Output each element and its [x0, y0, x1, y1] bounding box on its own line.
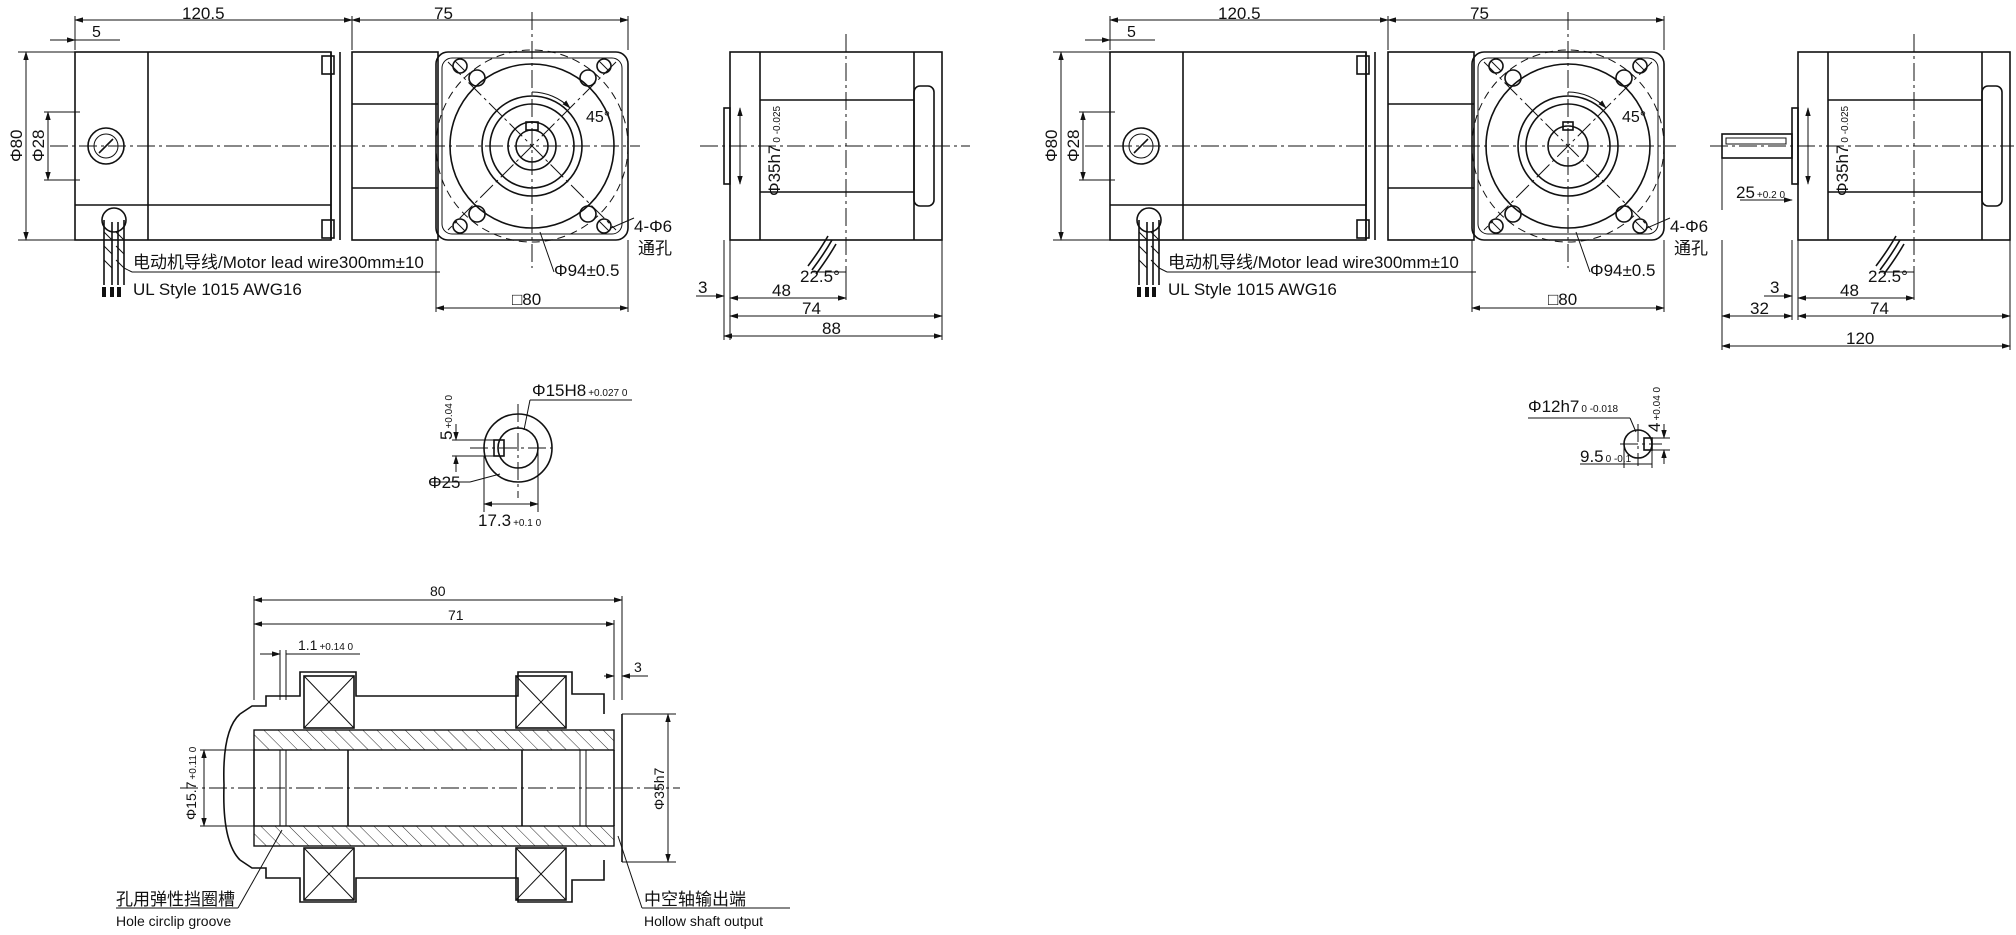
side-dim-pilot: Φ35h70 -0.025	[765, 105, 784, 196]
sec-dim-3: 3	[634, 659, 642, 675]
lead-wire-right	[1136, 207, 1476, 297]
dim-flange-offset: 5	[92, 24, 101, 41]
label-square-r: □80	[1548, 290, 1577, 309]
right-motor-front-view: 120.5 75 5 Φ80 Φ28	[1042, 4, 1708, 312]
shaft-key: 4+0.04 0	[1645, 386, 1664, 432]
label-square: □80	[512, 290, 541, 309]
dim-dia-body-r: Φ80	[1042, 130, 1061, 162]
bolt-holes-right	[1488, 58, 1648, 234]
label-holes-r: 4-Φ6	[1670, 217, 1708, 236]
label-holes-sub: 通孔	[638, 239, 672, 258]
side-dim-88: 88	[822, 319, 841, 338]
side-dim-32-r: 32	[1750, 299, 1769, 318]
side-dim-3-r: 3	[1770, 278, 1779, 297]
label-bolt-circle-r: Φ94±0.5	[1590, 261, 1655, 280]
dim-gearhead: 75	[434, 4, 453, 23]
dim-dia-pilot: Φ28	[29, 130, 48, 162]
label-hollow-cn: 中空轴输出端	[644, 890, 746, 909]
label-lead-wire-r: 电动机导线/Motor lead wire300mm±10	[1168, 253, 1459, 272]
label-ul-style: UL Style 1015 AWG16	[133, 280, 302, 299]
dim-overall-body: 120.5	[182, 4, 225, 23]
label-lead-wire: 电动机导线/Motor lead wire300mm±10	[133, 253, 424, 272]
side-dim-74: 74	[802, 299, 821, 318]
side-dim-pilot-r: Φ35h70 -0.025	[1833, 105, 1852, 196]
label-angle: 45°	[586, 109, 610, 126]
sec-dim-bore: Φ15.7+0.11 0	[183, 746, 199, 820]
bolt-holes-left	[452, 58, 612, 234]
dim-dia-body: Φ80	[7, 130, 26, 162]
left-motor-front-view: 120.5 75 5 Φ80 Φ28	[7, 4, 672, 312]
sec-dim-groove: 1.1+0.14 0	[298, 637, 354, 653]
side-dim-angle: 22.5°	[800, 267, 840, 286]
left-motor-side-view: Φ35h70 -0.025 22.5° 3 48 74 88	[696, 34, 970, 340]
sec-dim-80: 80	[430, 583, 446, 599]
side-dim-120-r: 120	[1846, 329, 1874, 348]
dim-dia-pilot-r: Φ28	[1064, 130, 1083, 162]
label-holes: 4-Φ6	[634, 217, 672, 236]
bearing-boxes	[303, 675, 567, 901]
label-circlip-en: Hole circlip groove	[116, 913, 231, 929]
side-dim-3: 3	[698, 278, 707, 297]
lead-wire-left	[101, 207, 440, 297]
bore-key: 5+0.04 0	[437, 394, 456, 440]
hollow-shaft-section: 80 71 1.1+0.14 0 3	[116, 583, 790, 929]
label-bolt-circle: Φ94±0.5	[554, 261, 619, 280]
label-circlip-cn: 孔用弹性挡圈槽	[116, 890, 235, 909]
side-dim-74-r: 74	[1870, 299, 1889, 318]
label-ul-style-r: UL Style 1015 AWG16	[1168, 280, 1337, 299]
label-holes-sub-r: 通孔	[1674, 239, 1708, 258]
bore-outer: Φ25	[428, 473, 460, 492]
sec-dim-71: 71	[448, 607, 464, 623]
label-hollow-en: Hollow shaft output	[644, 913, 763, 929]
side-dim-angle-r: 22.5°	[1868, 267, 1908, 286]
right-motor-side-view: Φ35h70 -0.025 25+0.2 0 22.5° 3 48 32 74 …	[1710, 34, 2014, 350]
bore-dia: Φ15H8+0.027 0	[532, 381, 628, 400]
dim-overall-body-r: 120.5	[1218, 4, 1261, 23]
label-angle-r: 45°	[1622, 109, 1646, 126]
left-bore-detail: Φ15H8+0.027 0 5+0.04 0 Φ25 17.3+0.1 0	[428, 381, 632, 530]
sec-dim-pilot: Φ35h7	[651, 767, 667, 810]
side-dim-48: 48	[772, 281, 791, 300]
dim-flange-offset-r: 5	[1127, 24, 1136, 41]
side-dim-shaft-r: 25+0.2 0	[1736, 183, 1785, 202]
dim-gearhead-r: 75	[1470, 4, 1489, 23]
side-dim-48-r: 48	[1840, 281, 1859, 300]
bore-depth: 17.3+0.1 0	[478, 511, 542, 530]
